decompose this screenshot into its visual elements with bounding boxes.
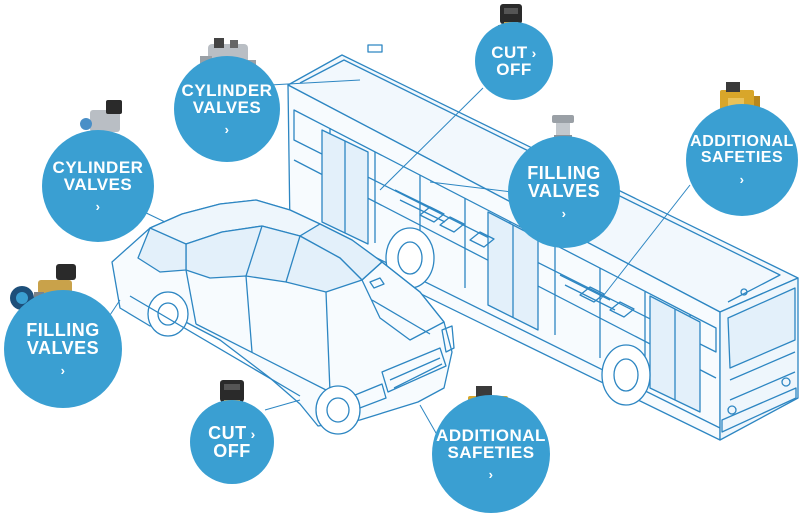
callout-line1: ADDITIONAL [436, 426, 546, 446]
car-additional-safeties-callout[interactable]: ADDITIONAL SAFETIES › [432, 395, 550, 513]
chevron-right-icon: › [531, 45, 537, 62]
callout-line1: FILLING [26, 320, 100, 341]
callout-line2: VALVES [63, 175, 133, 195]
car-filling-valves-callout[interactable]: FILLING VALVES › [4, 290, 122, 408]
chevron-right-icon: › [60, 362, 66, 378]
chevron-right-icon: › [561, 205, 567, 221]
callout-line1: ADDITIONAL [690, 133, 794, 151]
callout-line1: CYLINDER [52, 158, 144, 178]
callout-line2: SAFETIES [700, 149, 784, 167]
bus-filling-valves-callout[interactable]: FILLING VALVES › [508, 136, 620, 248]
callout-line1: CUT [208, 422, 247, 443]
callout-line1: CUT [491, 42, 528, 62]
chevron-right-icon: › [488, 466, 494, 482]
bus-cut-off-callout[interactable]: CUT› OFF [475, 22, 553, 100]
car-cylinder-valves-callout[interactable]: CYLINDER VALVES › [42, 130, 154, 242]
car-cut-off-callout[interactable]: CUT› OFF [190, 400, 274, 484]
callout-line2: VALVES [527, 181, 601, 202]
callout-line2: SAFETIES [447, 443, 535, 463]
chevron-right-icon: › [224, 121, 230, 137]
chevron-right-icon: › [250, 425, 256, 442]
callout-line2: OFF [496, 60, 532, 79]
callout-line1: CYLINDER [181, 81, 273, 101]
callout-line1: FILLING [527, 163, 601, 184]
chevron-right-icon: › [739, 171, 745, 187]
bus-additional-safeties-callout[interactable]: ADDITIONAL SAFETIES › [686, 104, 798, 216]
bus-cylinder-valves-callout[interactable]: CYLINDER VALVES › [174, 56, 280, 162]
callout-line2: VALVES [26, 338, 100, 359]
callout-line2: OFF [213, 441, 251, 461]
callout-line2: VALVES [192, 98, 262, 118]
car-wireframe [111, 199, 455, 435]
chevron-right-icon: › [95, 198, 101, 214]
